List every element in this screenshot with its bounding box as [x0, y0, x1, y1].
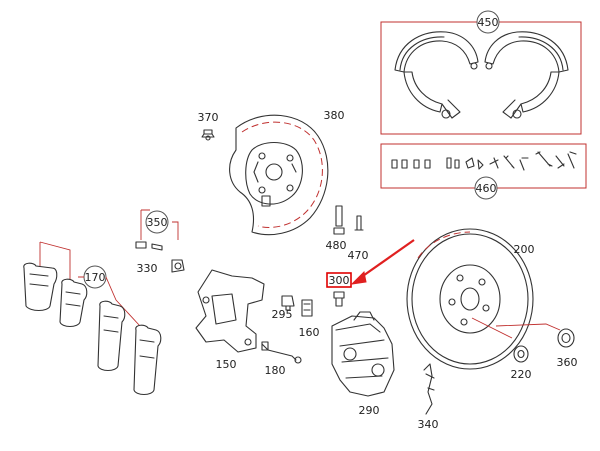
brake-shoe-box	[380, 21, 582, 135]
callout-360[interactable]: 360	[557, 356, 578, 369]
callout-150[interactable]: 150	[216, 358, 237, 371]
part-370: 370	[198, 111, 219, 141]
part-340: 340	[418, 363, 439, 431]
callout-295[interactable]: 295	[272, 308, 293, 321]
callout-450-ring[interactable]	[476, 10, 500, 34]
brake-shoe-group: 450	[380, 10, 582, 135]
callout-300[interactable]: 300	[329, 274, 350, 287]
callout-160[interactable]: 160	[299, 326, 320, 339]
part-220-360: 220 360	[471, 317, 578, 381]
callout-380[interactable]: 380	[324, 109, 345, 122]
guide-pins-group: 480 470	[326, 205, 369, 262]
hardware-kit-group: 460	[380, 143, 587, 200]
callout-450[interactable]: 450	[478, 16, 499, 29]
brake-disc-200: 200	[406, 228, 535, 370]
callout-370[interactable]: 370	[198, 111, 219, 124]
callout-340[interactable]: 340	[418, 418, 439, 431]
callout-480[interactable]: 480	[326, 239, 347, 252]
callout-170[interactable]: 170	[85, 271, 106, 284]
callout-200[interactable]: 200	[514, 243, 535, 256]
part-295-160: 295 160	[272, 295, 320, 339]
callout-290[interactable]: 290	[359, 404, 380, 417]
callout-300-box	[326, 272, 352, 288]
callout-460[interactable]: 460	[476, 182, 497, 195]
backing-plate-380: 380	[229, 109, 345, 236]
callout-350[interactable]: 350	[147, 216, 168, 229]
part-300-highlight: 300	[326, 239, 415, 307]
callout-470[interactable]: 470	[348, 249, 369, 262]
red-arrow-icon	[359, 239, 415, 279]
caliper-carrier-150: 150	[195, 269, 265, 371]
callout-330[interactable]: 330	[137, 262, 158, 275]
callout-220[interactable]: 220	[511, 368, 532, 381]
brake-pads-170: 170	[23, 241, 162, 396]
brake-shoe-right	[484, 31, 569, 119]
callout-350-ring[interactable]	[145, 210, 169, 234]
callout-460-ring[interactable]	[474, 176, 498, 200]
hardware-kit-parts	[391, 151, 577, 171]
callout-180[interactable]: 180	[265, 364, 286, 377]
brake-shoe-left	[394, 31, 479, 119]
part-350-group: 350	[135, 209, 185, 273]
wear-sensor-180: 180	[261, 341, 302, 377]
caliper-290: 290	[331, 311, 395, 417]
